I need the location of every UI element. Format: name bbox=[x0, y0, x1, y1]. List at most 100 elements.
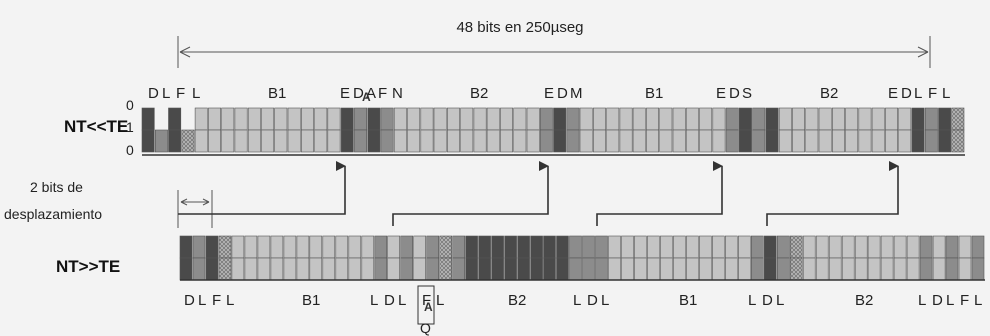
top-bit-cell bbox=[221, 129, 235, 153]
top-bit-cell bbox=[818, 129, 832, 153]
top-bit-cell bbox=[208, 107, 221, 131]
top-bit-cell bbox=[553, 107, 567, 131]
top-bit-cell bbox=[539, 129, 553, 153]
bottom-bit-cell bbox=[426, 257, 440, 281]
bottom-bit-cell bbox=[737, 257, 751, 281]
top-bit-cell bbox=[685, 107, 699, 131]
top-bit-cell bbox=[354, 107, 367, 131]
bottom-bit-cell bbox=[465, 257, 478, 281]
bottom-bit-cell bbox=[361, 235, 375, 259]
bottom-segment-label: L bbox=[748, 292, 756, 309]
top-bit-cell bbox=[818, 107, 832, 131]
bottom-bit-cell bbox=[699, 235, 712, 259]
top-bit-cell bbox=[473, 107, 487, 131]
bottom-bit-cell bbox=[737, 235, 751, 259]
bottom-bit-cell bbox=[530, 257, 543, 281]
top-bit-cell bbox=[579, 129, 593, 153]
bottom-segment-label: D bbox=[932, 292, 943, 309]
shift-annotation: 2 bits de desplazamiento bbox=[4, 179, 213, 228]
top-bit-cell bbox=[367, 129, 381, 153]
bottom-bit-cell bbox=[569, 235, 582, 259]
bottom-bit-cell bbox=[296, 257, 310, 281]
top-bit-cell bbox=[566, 107, 580, 131]
top-bit-cell bbox=[646, 107, 660, 131]
top-bit-cell bbox=[778, 107, 792, 131]
top-segment-label: B2 bbox=[470, 85, 488, 102]
bottom-bit-cell bbox=[335, 235, 349, 259]
bottom-bit-cell bbox=[971, 235, 985, 259]
bottom-bit-cell bbox=[711, 235, 725, 259]
bottom-segment-label: L bbox=[436, 292, 444, 309]
top-bit-cell bbox=[632, 129, 646, 153]
echo-arrow-3 bbox=[596, 161, 723, 226]
top-bit-cell bbox=[420, 129, 434, 153]
top-bit-cell bbox=[619, 107, 633, 131]
bottom-bit-cell bbox=[556, 257, 569, 281]
top-bit-cell bbox=[433, 107, 447, 131]
bottom-bit-cell bbox=[647, 257, 660, 281]
bottom-segment-label: D bbox=[384, 292, 395, 309]
top-bit-cell bbox=[274, 107, 288, 131]
top-bit-cell bbox=[367, 107, 381, 131]
bottom-bit-cell bbox=[400, 257, 414, 281]
bottom-bit-cell bbox=[491, 235, 504, 259]
top-bit-cell bbox=[168, 129, 182, 153]
bottom-segment-label: D bbox=[587, 292, 598, 309]
bottom-segment-label: L bbox=[573, 292, 581, 309]
bottom-bit-cell bbox=[413, 257, 427, 281]
bottom-segment-label: L bbox=[974, 292, 982, 309]
top-segment-label: M bbox=[570, 85, 583, 102]
bottom-bit-cell bbox=[322, 235, 336, 259]
echo-arrows bbox=[178, 161, 899, 226]
bottom-segment-label: D bbox=[762, 292, 773, 309]
top-bit-cell bbox=[513, 129, 527, 153]
top-bit-cell bbox=[672, 129, 686, 153]
top-bit-cell bbox=[473, 129, 487, 153]
bottom-bit-cell bbox=[296, 235, 310, 259]
bottom-bit-cell bbox=[205, 235, 219, 259]
top-segment-label: E bbox=[340, 85, 350, 102]
top-bit-cell bbox=[699, 129, 713, 153]
top-bit-cell bbox=[446, 107, 460, 131]
top-bit-cell bbox=[327, 107, 341, 131]
top-bit-cell bbox=[672, 107, 686, 131]
top-bit-cell bbox=[738, 129, 752, 153]
top-bit-cell bbox=[407, 107, 421, 131]
top-bit-cell bbox=[938, 129, 952, 153]
top-bit-cell bbox=[407, 129, 421, 153]
top-bit-cell bbox=[619, 129, 633, 153]
top-bit-cell bbox=[526, 107, 540, 131]
bottom-bit-cell bbox=[478, 235, 491, 259]
shift-note-line1: 2 bits de bbox=[30, 179, 83, 195]
bottom-bit-cell bbox=[634, 257, 647, 281]
bottom-bit-cell bbox=[789, 257, 803, 281]
top-bit-cell bbox=[420, 107, 434, 131]
bottom-bit-cell bbox=[660, 235, 673, 259]
bottom-bit-cell bbox=[192, 235, 206, 259]
bottom-bit-cell bbox=[595, 257, 608, 281]
bottom-bit-cell bbox=[880, 235, 894, 259]
bottom-bit-cell bbox=[205, 257, 219, 281]
bottom-bit-cell bbox=[452, 257, 466, 281]
bottom-bit-cell bbox=[854, 257, 868, 281]
top-bit-cell bbox=[168, 107, 182, 131]
bottom-segment-label: L bbox=[918, 292, 926, 309]
bottom-bit-cell bbox=[530, 235, 543, 259]
bottom-bit-cell bbox=[945, 257, 959, 281]
bottom-segment-label: L bbox=[198, 292, 206, 309]
bottom-bit-cell bbox=[257, 257, 271, 281]
bottom-bit-cell bbox=[867, 235, 881, 259]
top-bit-cell bbox=[500, 129, 513, 153]
top-bit-cell bbox=[513, 107, 527, 131]
bottom-bit-cell bbox=[218, 235, 232, 259]
bottom-bit-cell bbox=[322, 257, 336, 281]
bottom-bit-cell bbox=[257, 235, 271, 259]
bottom-bit-cell bbox=[763, 257, 777, 281]
bottom-bit-cell bbox=[854, 235, 868, 259]
bottom-bit-cell bbox=[517, 257, 530, 281]
bottom-bit-cell bbox=[660, 257, 673, 281]
bottom-bit-cell bbox=[179, 257, 193, 281]
top-bit-cell bbox=[685, 129, 699, 153]
